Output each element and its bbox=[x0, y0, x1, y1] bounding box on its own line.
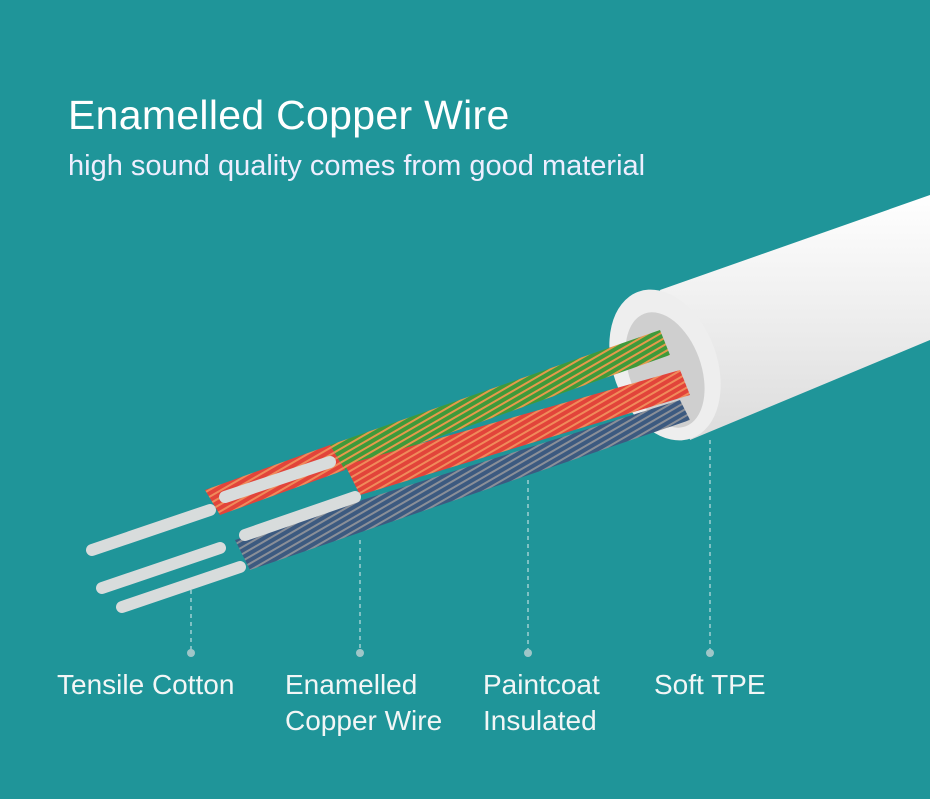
leader-lines bbox=[190, 440, 711, 653]
tensile-cotton-strands bbox=[86, 456, 361, 613]
label-line: Copper Wire bbox=[285, 705, 443, 736]
label-line: Paintcoat bbox=[483, 669, 600, 700]
label-soft-tpe: Soft TPE bbox=[654, 667, 766, 703]
page-subtitle: high sound quality comes from good mater… bbox=[68, 150, 646, 182]
leader-dots bbox=[187, 649, 714, 657]
label-line: Soft TPE bbox=[654, 669, 766, 700]
page-title: Enamelled Copper Wire bbox=[68, 92, 510, 138]
label-tensile-cotton: Tensile Cotton bbox=[57, 667, 234, 703]
copper-wires bbox=[205, 330, 690, 570]
label-line: Tensile Cotton bbox=[57, 669, 235, 700]
label-line: Enamelled bbox=[285, 669, 418, 700]
label-line: Insulated bbox=[483, 705, 597, 736]
